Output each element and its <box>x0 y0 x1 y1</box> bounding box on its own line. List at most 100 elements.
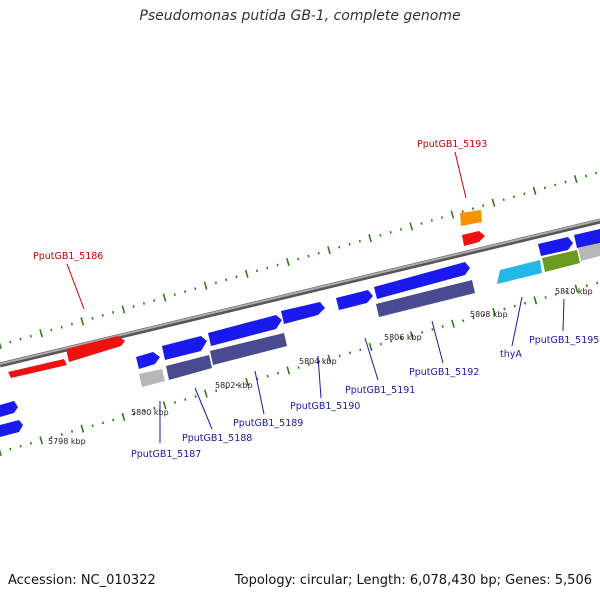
scale-tick <box>162 401 167 410</box>
scale-tick <box>502 198 505 202</box>
scale-tick <box>400 336 403 340</box>
gene-label-5186[interactable]: PputGB1_5186 <box>33 251 103 262</box>
scale-label: 5798 kbp <box>48 437 86 446</box>
scale-tick <box>564 180 567 184</box>
gene-feature-left-2[interactable] <box>0 420 23 437</box>
gene-feature-5187-gray[interactable] <box>139 369 165 387</box>
scale-tick <box>451 319 455 328</box>
gene-feature-5193-orange[interactable] <box>460 210 482 226</box>
scale-tick <box>431 328 434 331</box>
scale-tick <box>0 449 2 457</box>
scale-tick <box>389 230 392 234</box>
scale-tick <box>543 186 546 190</box>
scale-tick <box>153 406 156 410</box>
scale-tick <box>266 374 269 378</box>
gene-feature-5192-slate[interactable] <box>376 280 475 317</box>
gene-feature-5190-upper[interactable] <box>281 302 325 324</box>
scale-tick <box>554 183 557 187</box>
gene-feature-5189-slate[interactable] <box>210 333 287 365</box>
scale-tick <box>142 302 146 305</box>
gene-feature-5186[interactable] <box>8 359 67 378</box>
scale-tick <box>318 360 321 363</box>
scale-tick <box>297 257 300 261</box>
scale-tick <box>112 310 115 314</box>
gene-features <box>0 210 600 437</box>
scale-tick <box>276 371 280 375</box>
scale-tick <box>513 304 516 308</box>
scale-tick <box>441 325 444 328</box>
gene-label-5189[interactable]: PputGB1_5189 <box>233 418 303 429</box>
gene-feature-5195-gray[interactable] <box>578 243 600 261</box>
scale-tick <box>596 281 599 285</box>
scale-tick <box>39 436 44 445</box>
scale-tick <box>574 284 579 293</box>
gene-feature-5193-red[interactable] <box>462 231 485 246</box>
gene-label-5192[interactable]: PputGB1_5192 <box>409 367 479 378</box>
scale-tick <box>50 436 53 439</box>
scale-tick <box>379 233 382 237</box>
gene-feature-5188-upper[interactable] <box>162 336 207 360</box>
scale-tick <box>482 313 485 317</box>
scale-tick <box>112 418 115 422</box>
scale-tick <box>450 210 455 219</box>
scale-tick <box>276 263 279 267</box>
scale-tick <box>184 398 187 401</box>
scale-tick <box>584 174 588 178</box>
gene-feature-left-1[interactable] <box>0 401 18 417</box>
scale-tick <box>245 377 249 387</box>
scale-tick <box>471 207 475 211</box>
scale-tick <box>307 363 310 366</box>
scale-tick <box>317 251 320 255</box>
scale-tick <box>358 239 361 243</box>
gene-label-5187[interactable]: PputGB1_5187 <box>131 449 201 460</box>
scale-tick <box>203 281 208 290</box>
scale-tick <box>29 441 32 445</box>
map-title: Pseudomonas putida GB-1, complete genome <box>139 8 461 24</box>
scale-label: 5800 kbp <box>131 408 169 417</box>
scale-tick <box>532 186 537 195</box>
scale-tick <box>80 317 85 326</box>
scale-label: 5806 kbp <box>384 333 422 342</box>
scale-tick <box>194 287 197 291</box>
scale-tick <box>462 319 465 323</box>
gene-feature-thya-cyan[interactable] <box>497 260 542 284</box>
scale-tick <box>29 334 32 338</box>
gene-feature-edge-upper[interactable] <box>574 229 600 248</box>
scale-tick <box>359 348 362 352</box>
gene-feature-thya-upper[interactable] <box>538 237 573 256</box>
gene-label-5188[interactable]: PputGB1_5188 <box>182 433 252 444</box>
scale-tick <box>183 290 187 294</box>
scale-tick <box>225 386 228 390</box>
gene-label-thya[interactable]: thyA <box>500 349 522 360</box>
gene-label-5190[interactable]: PputGB1_5190 <box>290 401 360 412</box>
scale-tick <box>60 433 63 436</box>
scale-tick <box>121 305 126 314</box>
scale-tick <box>409 222 414 231</box>
accession-label: Accession: NC_010322 <box>8 573 156 588</box>
scale-tick <box>91 424 94 428</box>
scale-tick <box>50 328 53 332</box>
scale-tick <box>595 171 598 175</box>
scale-labels: 5798 kbp 5800 kbp 5802 kbp 5804 kbp 5806… <box>48 287 593 446</box>
scale-tick <box>461 210 464 214</box>
gene-feature-5192-upper[interactable] <box>374 262 470 299</box>
gene-feature-5189-upper[interactable] <box>208 315 282 346</box>
scale-tick <box>327 354 332 363</box>
scale-tick <box>80 424 85 433</box>
scale-tick <box>399 227 403 231</box>
scale-tick <box>39 329 43 338</box>
gene-feature-5187-upper[interactable] <box>136 352 160 369</box>
gene-label-5195[interactable]: PputGB1_5195 <box>529 335 599 346</box>
gene-label-5193[interactable]: PputGB1_5193 <box>417 139 487 150</box>
gene-feature-5186b[interactable] <box>66 336 125 362</box>
gene-feature-5191-upper[interactable] <box>336 290 373 310</box>
gene-feature-5195-olive[interactable] <box>542 250 580 272</box>
gene-label-5191[interactable]: PputGB1_5191 <box>345 385 415 396</box>
scale-tick <box>421 331 424 334</box>
gene-feature-5188-slate[interactable] <box>166 355 212 380</box>
scale-tick <box>266 266 269 270</box>
scale-tick <box>565 290 568 293</box>
scale-tick <box>472 316 475 320</box>
scale-tick <box>585 284 588 288</box>
